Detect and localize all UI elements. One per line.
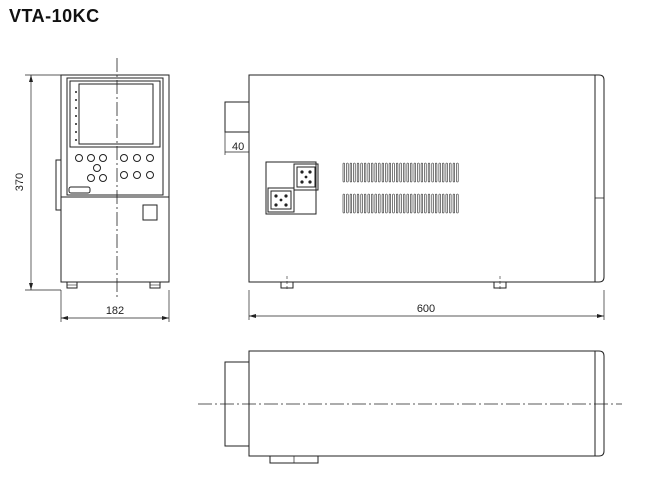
side-connector-plates <box>265 161 319 215</box>
length-dimension <box>248 290 605 320</box>
vent-slot <box>360 162 363 183</box>
vent-slot <box>388 193 392 214</box>
side-view <box>224 74 605 290</box>
vent-slot <box>427 162 431 183</box>
vent-slot <box>438 162 441 183</box>
vent-slot <box>420 162 424 183</box>
vent-slot <box>378 193 381 214</box>
vent-slot <box>356 193 360 214</box>
vent-slot <box>442 162 445 183</box>
front-view <box>55 58 170 298</box>
vent-slot <box>434 193 438 214</box>
vent-slot <box>353 162 356 183</box>
vent-slot <box>353 193 356 214</box>
front-switch <box>142 204 158 221</box>
top-rear-panel <box>595 350 605 457</box>
vent-slot <box>452 162 456 183</box>
front-side-handle <box>55 159 62 211</box>
vent-slot <box>346 193 349 214</box>
vent-slot <box>349 162 353 183</box>
vent-slot <box>413 193 416 214</box>
vent-slot <box>420 193 424 214</box>
vent-slot <box>363 193 367 214</box>
front-width-dimension <box>60 290 170 322</box>
height-dimension-label: 370 <box>14 173 26 191</box>
front-display-frame <box>69 80 161 148</box>
top-body <box>248 350 596 457</box>
front-width-dimension-label: 182 <box>106 305 124 317</box>
vent-slot <box>385 162 388 183</box>
side-vent-slots <box>342 162 459 214</box>
front-label-plate <box>68 186 91 194</box>
front-indicator-dots <box>75 91 77 141</box>
vent-slot <box>371 193 374 214</box>
vent-slot <box>399 193 402 214</box>
vent-slot <box>406 162 409 183</box>
vent-slot <box>346 162 349 183</box>
vent-slot <box>342 193 345 214</box>
length-dimension-label: 600 <box>417 303 435 315</box>
vent-slot <box>431 193 434 214</box>
vent-slot <box>360 193 363 214</box>
height-dimension <box>25 74 61 291</box>
vent-slot <box>403 162 406 183</box>
vent-slot <box>392 162 395 183</box>
vent-slot <box>442 193 445 214</box>
vent-slot <box>399 162 402 183</box>
vent-slot <box>395 162 399 183</box>
vent-slot <box>381 162 385 183</box>
vent-slot <box>378 162 381 183</box>
vent-slot <box>374 193 377 214</box>
side-body <box>248 74 596 283</box>
side-rear-panel <box>595 74 605 283</box>
vent-slot <box>374 162 377 183</box>
vent-slot <box>395 193 399 214</box>
drawing-title: VTA-10KC <box>9 6 100 26</box>
vent-slot <box>410 162 413 183</box>
vent-slot <box>342 162 345 183</box>
vent-slot <box>403 193 406 214</box>
vent-slot <box>367 193 370 214</box>
vent-slot <box>406 193 409 214</box>
front-knobs <box>75 154 154 182</box>
vent-slot <box>385 193 388 214</box>
vent-slot <box>417 193 420 214</box>
front-control-panel <box>66 77 164 196</box>
vent-slot <box>367 162 370 183</box>
vent-slot <box>349 193 353 214</box>
vent-slot <box>410 193 413 214</box>
vent-slot <box>424 193 427 214</box>
vent-slot <box>456 162 459 183</box>
vent-slot <box>452 193 456 214</box>
vent-slot <box>356 162 360 183</box>
vent-slot <box>371 162 374 183</box>
vent-slot <box>434 162 438 183</box>
vent-slot <box>456 193 459 214</box>
side-front-connector <box>224 101 250 133</box>
top-view <box>198 350 622 464</box>
vent-slot <box>413 162 416 183</box>
vent-slot <box>417 162 420 183</box>
vent-slot <box>388 162 392 183</box>
connector-depth-label: 40 <box>232 141 244 153</box>
vent-slot <box>449 162 452 183</box>
vent-slot <box>449 193 452 214</box>
front-display-screen <box>78 83 154 145</box>
vent-slot <box>363 162 367 183</box>
vent-slot <box>431 162 434 183</box>
vent-slot <box>445 162 448 183</box>
vent-slot <box>445 193 448 214</box>
vent-slot <box>381 193 385 214</box>
vent-slot <box>424 162 427 183</box>
vent-slot <box>392 193 395 214</box>
vent-slot <box>427 193 431 214</box>
vent-slot <box>438 193 441 214</box>
